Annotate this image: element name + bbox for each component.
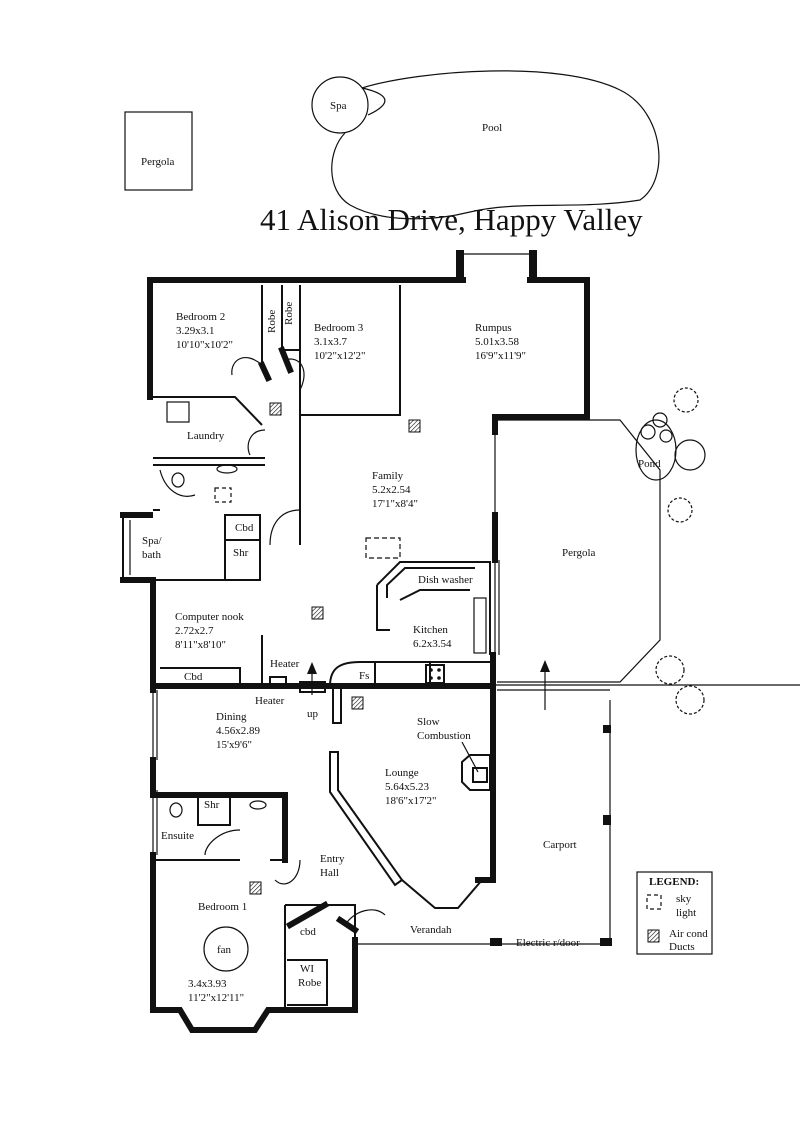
legend-duct-1: Air cond (669, 928, 708, 940)
shr-ensuite-label: Shr (204, 799, 220, 811)
wi-robe-label-2: Robe (298, 977, 321, 989)
up-label: up (307, 708, 319, 720)
family-imperial: 17'1"x8'4" (372, 498, 418, 510)
computer-nook-imperial: 8'11"x8'10" (175, 639, 226, 651)
family-metric: 5.2x2.54 (372, 484, 411, 496)
cbd-bath-label: Cbd (235, 522, 254, 534)
bedroom2-imperial: 10'10"x10'2" (176, 339, 233, 351)
kitchen-metric: 6.2x3.54 (413, 638, 452, 650)
cbd-entry-label: cbd (300, 926, 316, 938)
pool-label: Pool (482, 122, 502, 134)
family-name: Family (372, 470, 404, 482)
laundry-label: Laundry (187, 430, 225, 442)
dining-imperial: 15'x9'6" (216, 739, 252, 751)
pergola-top (124, 111, 193, 191)
spa-bath-label-1: Spa/ (142, 535, 163, 547)
pergola-side (497, 419, 661, 683)
legend-skylight-2: light (676, 907, 696, 919)
spa (311, 76, 369, 134)
robe-b-label: Robe (283, 302, 295, 325)
bedroom1-metric: 3.4x3.93 (188, 978, 227, 990)
legend-title: LEGEND: (649, 876, 699, 888)
heater-bottom-label: Heater (255, 695, 285, 707)
air-duct-icon (269, 402, 282, 416)
carport-label: Carport (543, 839, 577, 851)
page-title: 41 Alison Drive, Happy Valley (260, 202, 643, 237)
computer-nook-metric: 2.72x2.7 (175, 625, 214, 637)
spa-label: Spa (330, 100, 347, 112)
spa-bath-label-2: bath (142, 549, 161, 561)
bedroom3-imperial: 10'2"x12'2" (314, 350, 365, 362)
fan-label: fan (217, 944, 232, 956)
computer-nook-name: Computer nook (175, 611, 244, 623)
lounge-metric: 5.64x5.23 (385, 781, 430, 793)
pool (331, 70, 660, 220)
pond-label: Pond (638, 458, 661, 470)
wi-robe-label-1: WI (300, 963, 314, 975)
skylight-icon (214, 487, 232, 503)
pergola-top-label: Pergola (141, 156, 175, 168)
shr-bath-label: Shr (233, 547, 249, 559)
fs-label: Fs (359, 670, 369, 682)
interior-walls (150, 285, 496, 1010)
cbd-nook-label: Cbd (184, 671, 203, 683)
air-duct-icon (249, 881, 262, 895)
heater-top-label: Heater (270, 658, 300, 670)
pond-area (635, 387, 706, 715)
lounge-imperial: 18'6"x17'2" (385, 795, 436, 807)
stair-arrow-icon (307, 662, 317, 695)
electric-door-label: Electric r/door (516, 937, 580, 949)
arrow-icon (540, 660, 550, 710)
air-duct-icon (311, 606, 324, 620)
dining-name: Dining (216, 711, 247, 723)
rumpus-imperial: 16'9"x11'9" (475, 350, 526, 362)
bedroom2-name: Bedroom 2 (176, 311, 225, 323)
bedroom2-metric: 3.29x3.1 (176, 325, 215, 337)
legend-skylight-1: sky (676, 893, 692, 905)
bedroom1-imperial: 11'2"x12'11" (188, 992, 244, 1004)
bedroom3-name: Bedroom 3 (314, 322, 364, 334)
slow-combustion-label-1: Slow (417, 716, 440, 728)
ensuite-label: Ensuite (161, 830, 194, 842)
entry-hall-label-2: Hall (320, 867, 339, 879)
dining-metric: 4.56x2.89 (216, 725, 261, 737)
legend (636, 871, 713, 955)
rumpus-name: Rumpus (475, 322, 512, 334)
pergola-side-label: Pergola (562, 547, 596, 559)
air-duct-icon (351, 696, 364, 710)
legend-duct-2: Ducts (669, 941, 695, 953)
verandah-label: Verandah (410, 924, 452, 936)
carport-outline (355, 684, 800, 945)
kitchen-name: Kitchen (413, 624, 448, 636)
air-duct-icon (408, 419, 421, 433)
exterior-walls (120, 250, 590, 1033)
skylight-icon (365, 537, 401, 559)
lounge-name: Lounge (385, 767, 419, 779)
robe-a-label: Robe (266, 310, 278, 333)
bedroom3-metric: 3.1x3.7 (314, 336, 348, 348)
dish-washer-label: Dish washer (418, 574, 473, 586)
slow-combustion-label-2: Combustion (417, 730, 471, 742)
bedroom1-name: Bedroom 1 (198, 901, 247, 913)
entry-hall-label-1: Entry (320, 853, 345, 865)
rumpus-metric: 5.01x3.58 (475, 336, 520, 348)
ceiling-fan (203, 926, 249, 972)
